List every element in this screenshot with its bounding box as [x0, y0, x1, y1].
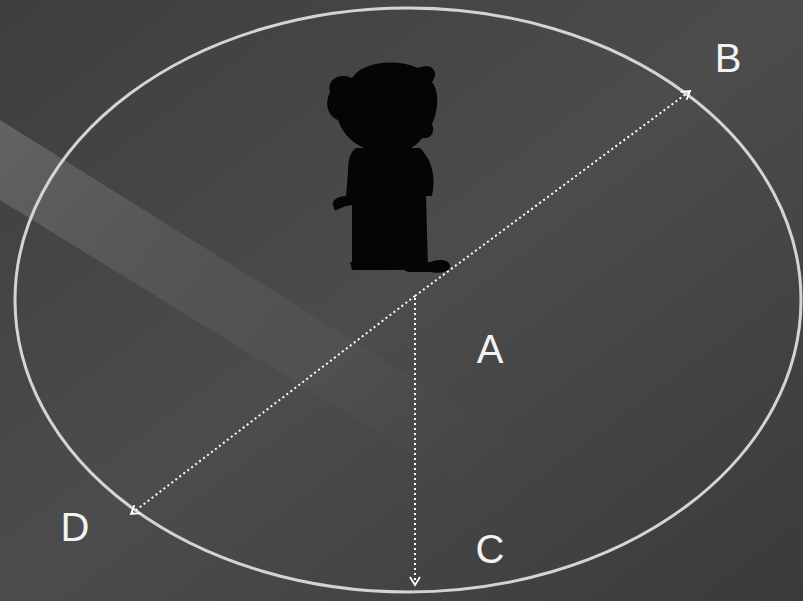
point-label: B	[715, 38, 742, 78]
dotted-arrow	[415, 91, 690, 296]
point-label: A	[477, 329, 504, 369]
point-label: D	[61, 507, 90, 547]
boy-silhouette	[327, 63, 450, 273]
light-streak	[0, 120, 640, 520]
point-label: C	[476, 529, 505, 569]
dotted-arrow	[131, 296, 415, 514]
dotted-arrow	[414, 298, 416, 585]
circle-outline	[15, 8, 801, 592]
